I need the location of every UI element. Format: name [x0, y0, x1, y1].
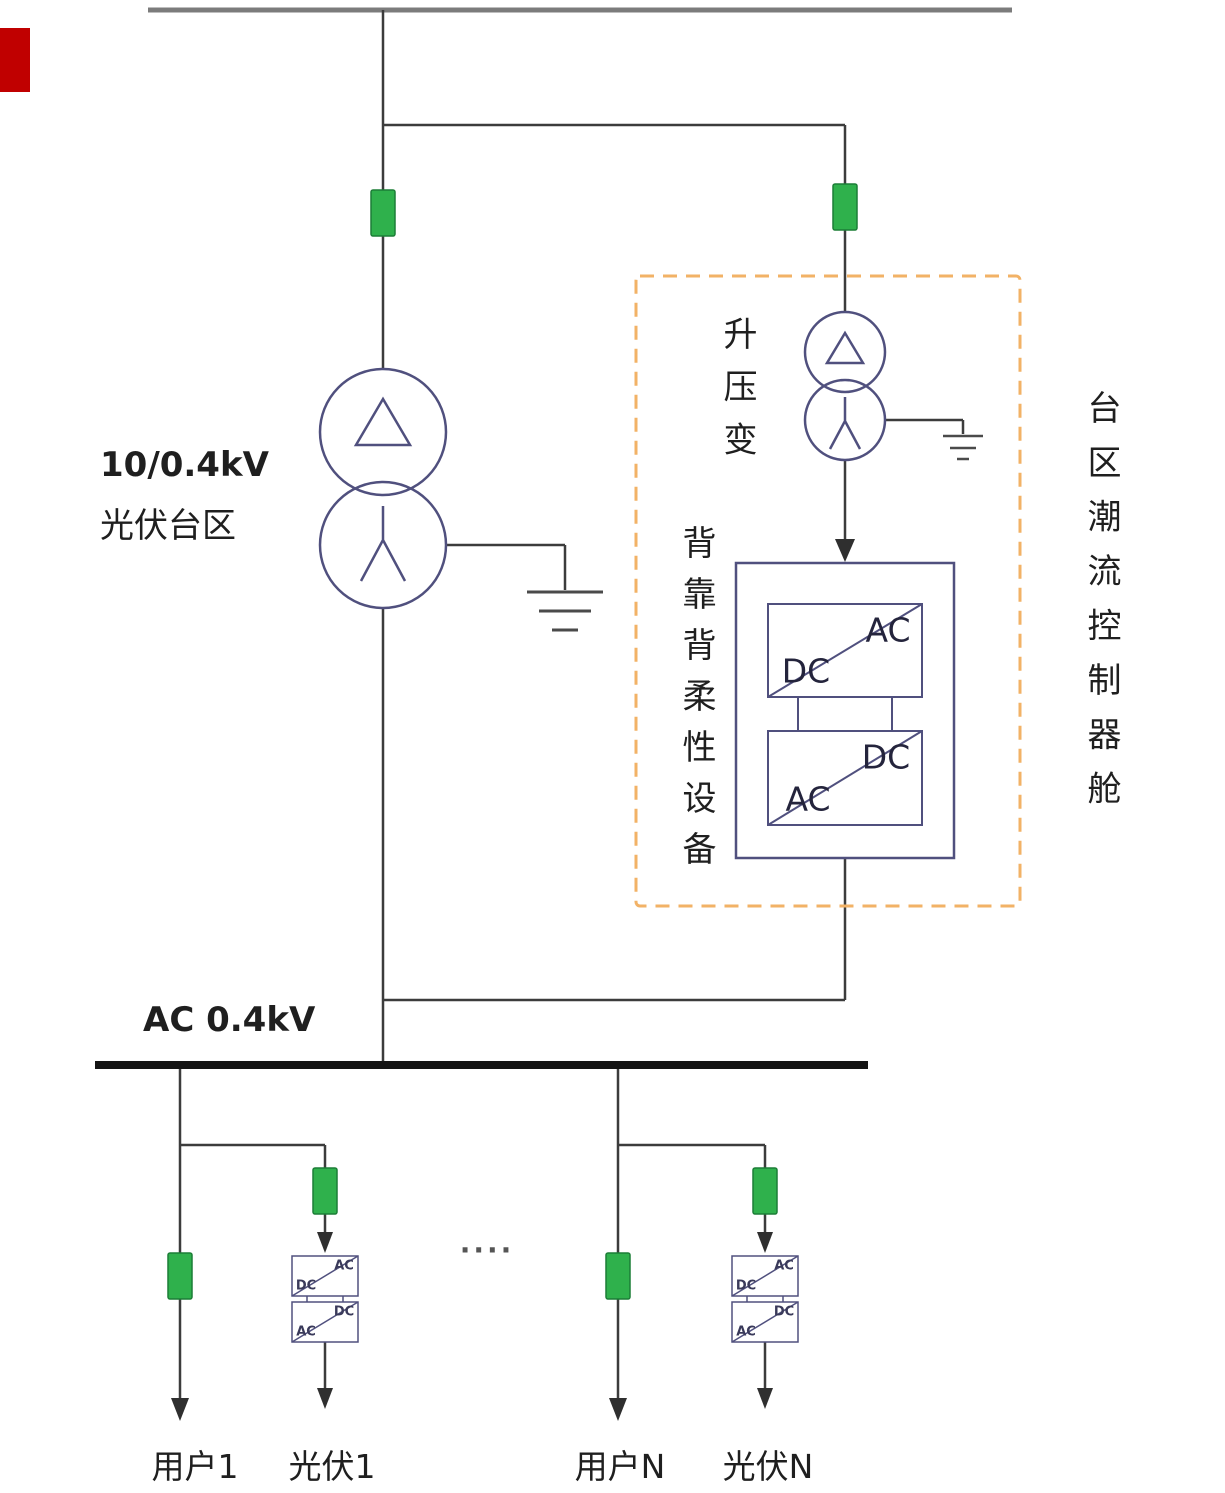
ground-icon-boost	[943, 434, 983, 461]
btb-flexible-device-label: 背靠背柔性设备	[676, 525, 716, 882]
arrow-userN-icon	[609, 1398, 627, 1421]
btb-upper-right-label: AC	[865, 610, 911, 650]
wye-winding-icon	[359, 506, 407, 582]
pvN-upper-left-label: DC	[735, 1278, 757, 1294]
btb-converter-upper-block	[767, 603, 923, 698]
arrow-into-btb-icon	[835, 539, 855, 562]
feeder-label-userN: 用户N	[574, 1447, 666, 1486]
pvN-upper-right-label: AC	[774, 1258, 794, 1274]
pvN-lower-right-label: DC	[773, 1304, 795, 1320]
flow-controller-cabin-label: 台区潮流控制器舱	[1081, 390, 1121, 826]
breaker-userN	[605, 1252, 631, 1300]
breaker-main-right	[832, 183, 858, 231]
breakers	[167, 183, 858, 1300]
ground-icon-main	[527, 590, 603, 632]
btb-lower-left-label: AC	[785, 779, 831, 819]
breaker-pv1	[312, 1167, 338, 1215]
lv-bus-label: AC 0.4kV	[143, 1000, 316, 1040]
pvN-lower-left-label: AC	[736, 1324, 756, 1340]
cropped-red-artifact	[0, 28, 30, 92]
delta-winding-icon	[353, 396, 413, 447]
pv1-converter-icon	[291, 1232, 359, 1409]
btb-upper-left-label: DC	[781, 651, 831, 691]
pvN-converter-icon	[731, 1232, 799, 1409]
breaker-main-left	[370, 189, 396, 237]
feeder-label-pv1: 光伏1	[288, 1447, 376, 1486]
pv1-upper-right-label: AC	[334, 1258, 354, 1274]
pv-station-label-line1: 10/0.4kV	[100, 445, 269, 485]
pv-station-label-line2: 光伏台区	[100, 506, 236, 546]
delta-winding-icon	[824, 330, 866, 365]
main-transformer-icon	[318, 367, 448, 610]
breaker-user1	[167, 1252, 193, 1300]
pv1-upper-left-label: DC	[295, 1278, 317, 1294]
wye-winding-icon	[828, 397, 862, 450]
btb-lower-right-label: DC	[861, 737, 911, 777]
feeder-label-user1: 用户1	[151, 1447, 239, 1486]
connection-wires	[178, 10, 965, 1398]
feeder-ellipsis: ····	[459, 1233, 515, 1267]
breaker-pvN	[752, 1167, 778, 1215]
flow-controller-cabin-outline	[634, 274, 1022, 908]
btb-converter-lower-block	[767, 730, 923, 826]
pv1-lower-left-label: AC	[296, 1324, 316, 1340]
pv1-lower-right-label: DC	[333, 1304, 355, 1320]
feeder-label-pvN: 光伏N	[722, 1447, 814, 1486]
arrow-user1-icon	[171, 1398, 189, 1421]
btb-converter-box	[734, 561, 956, 860]
boost-transformer-icon	[803, 310, 887, 462]
boost-transformer-label: 升压变	[717, 316, 757, 475]
